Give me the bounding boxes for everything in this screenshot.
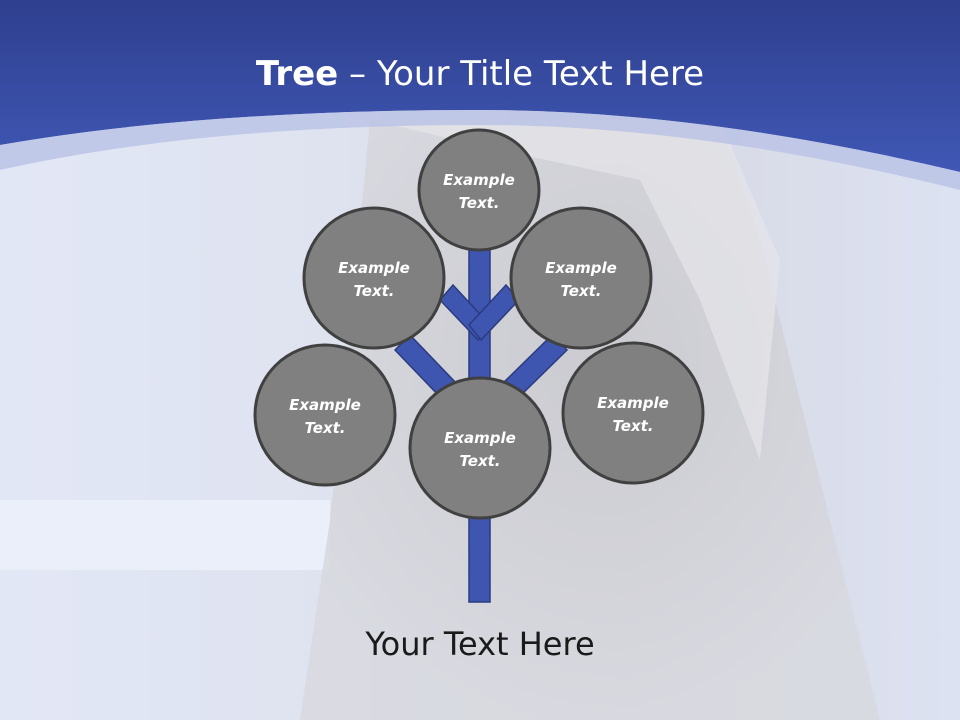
background-light-band bbox=[0, 500, 330, 570]
node-circle bbox=[302, 206, 446, 350]
node-circle bbox=[408, 376, 552, 520]
background-hair bbox=[370, 120, 780, 460]
banner-arc bbox=[0, 110, 960, 190]
node-circle bbox=[561, 341, 705, 485]
node-label-line2: Text. bbox=[612, 417, 653, 435]
node-circle bbox=[509, 206, 653, 350]
node-circle bbox=[417, 128, 541, 252]
node-label-line1: Example bbox=[597, 394, 669, 412]
node-label-line1: Example bbox=[444, 429, 516, 447]
title-bold: Tree bbox=[255, 54, 339, 94]
page-title: Tree – Your Title Text Here bbox=[0, 50, 960, 98]
node-label-line1: Example bbox=[545, 259, 617, 277]
tree-nodes: ExampleText.ExampleText.ExampleText.Exam… bbox=[253, 128, 705, 520]
node-label-line2: Text. bbox=[353, 282, 394, 300]
footer-text: Your Text Here bbox=[365, 625, 595, 663]
node-label-line1: Example bbox=[289, 396, 361, 414]
title-banner bbox=[0, 0, 960, 172]
node-label-line2: Text. bbox=[459, 452, 500, 470]
node-label-line1: Example bbox=[338, 259, 410, 277]
node-circle bbox=[253, 343, 397, 487]
title-rest: – Your Title Text Here bbox=[338, 54, 705, 94]
node-label-line2: Text. bbox=[304, 419, 345, 437]
node-label-line2: Text. bbox=[458, 194, 499, 212]
node-label-line2: Text. bbox=[560, 282, 601, 300]
node-label-line1: Example bbox=[443, 171, 515, 189]
